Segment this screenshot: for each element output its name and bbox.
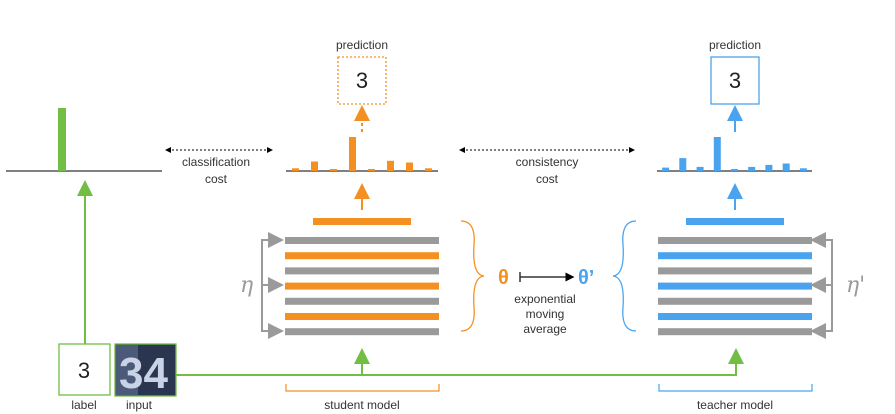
teacher-network: η': [612, 183, 865, 339]
student-output-bar: [368, 169, 375, 171]
teacher-caption-group: teacher model: [658, 384, 813, 412]
student-caption-bracket: [285, 384, 440, 392]
student-layer: [285, 313, 439, 320]
student-prediction-title: prediction: [336, 38, 388, 52]
teacher-output-bar: [765, 164, 773, 171]
input-image-digits: 34: [119, 349, 168, 398]
teacher-prediction: prediction 3: [709, 38, 761, 132]
ema-line2: moving: [526, 307, 565, 321]
teacher-noise-symbol: η': [846, 273, 865, 298]
student-prediction-box: [337, 56, 387, 105]
ema-line3: average: [523, 322, 567, 336]
theta-prime-symbol: θ’: [578, 267, 594, 289]
consistency-cost: consistency cost: [459, 147, 635, 186]
label-digit: 3: [78, 358, 90, 383]
teacher-output-bar: [679, 158, 687, 171]
classification-cost: classification cost: [165, 147, 273, 186]
student-caption: student model: [324, 398, 399, 412]
teacher-output-bar: [713, 137, 721, 171]
teacher-top-layer: [686, 218, 784, 225]
teacher-output-bar: [696, 166, 704, 171]
input-to-teacher-arrow: [176, 348, 744, 376]
teacher-output-distribution: [657, 137, 812, 172]
student-layer: [285, 267, 439, 275]
student-top-layer: [313, 218, 411, 225]
student-output-bar: [406, 162, 413, 171]
consistency-cost-line2: cost: [536, 172, 559, 186]
teacher-output-bar: [662, 167, 670, 171]
teacher-output-bar: [799, 168, 807, 171]
classification-cost-line1: classification: [182, 155, 250, 169]
student-noise-symbol: η: [240, 273, 253, 298]
student-layer-stack: [285, 237, 439, 336]
student-prediction-digit: 3: [356, 68, 368, 93]
student-network: η: [240, 183, 485, 339]
teacher-output-bar: [731, 169, 738, 171]
teacher-caption: teacher model: [697, 398, 773, 412]
input-caption: input: [126, 398, 153, 412]
theta-symbol: θ: [498, 267, 509, 289]
student-layer: [285, 282, 439, 290]
teacher-output-bar: [748, 166, 756, 171]
student-output-bar: [349, 137, 356, 171]
student-layer: [285, 237, 439, 244]
student-output-bar: [311, 161, 318, 171]
student-output-distribution: [286, 137, 438, 172]
student-output-bar: [330, 169, 337, 171]
input-image-shade: [116, 345, 138, 395]
teacher-layer: [658, 237, 812, 244]
student-layer: [285, 297, 439, 305]
teacher-prediction-title: prediction: [709, 38, 761, 52]
teacher-prediction-box: [710, 56, 760, 105]
ema-block: θ θ’ exponential moving average: [498, 267, 594, 336]
label-box: 3 label: [58, 343, 111, 412]
student-prediction: prediction 3: [336, 38, 388, 132]
label-onehot-bar: [58, 108, 66, 171]
consistency-cost-line1: consistency: [516, 155, 579, 169]
input-wiring: [77, 180, 744, 376]
teacher-layer-stack: [658, 237, 812, 336]
teacher-layer: [658, 297, 812, 305]
student-caption-group: student model: [285, 384, 440, 412]
teacher-caption-bracket: [658, 384, 813, 392]
teacher-layer: [658, 282, 812, 290]
teacher-layer: [658, 252, 812, 260]
teacher-brace: [612, 220, 637, 332]
label-box-frame: [58, 343, 111, 396]
student-output-bar: [292, 168, 299, 171]
input-image: 34 input: [114, 343, 177, 412]
student-layer: [285, 252, 439, 260]
student-layer: [285, 328, 439, 336]
student-output-bar: [387, 160, 394, 171]
teacher-layer: [658, 313, 812, 320]
student-output-bar: [425, 168, 432, 171]
teacher-layer: [658, 267, 812, 275]
teacher-output-bar: [782, 163, 790, 171]
ema-line1: exponential: [514, 292, 575, 306]
label-distribution: [6, 108, 162, 172]
label-caption: label: [71, 398, 96, 412]
teacher-prediction-digit: 3: [729, 68, 741, 93]
classification-cost-line2: cost: [205, 172, 228, 186]
teacher-layer: [658, 328, 812, 336]
student-brace: [460, 220, 485, 332]
